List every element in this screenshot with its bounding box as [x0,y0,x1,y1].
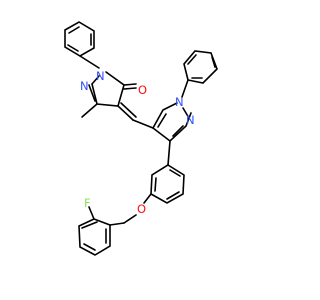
atom-n1-right: N [175,95,184,109]
bond-exocyclic-double [117,102,137,121]
bond-c-o-double [123,83,137,90]
atom-labels: O N N N N O F [80,69,195,216]
bond-ch-to-pyrazole [132,119,154,129]
atom-n2-right: N [186,113,195,127]
molecule-structure: O N N N N O F [64,21,218,256]
phenyl-ring-right [183,50,218,84]
phenyl-ring-top [64,21,95,57]
bond-methyl [81,103,98,118]
pyrazole-double [157,113,184,137]
atom-n2-top: N [80,79,89,93]
bond-pyrazole-phenyl-mid [167,140,171,166]
bonds [64,21,218,256]
bond-c-n-double [88,84,96,102]
bond-c-f [88,206,95,220]
atom-n1-top: N [96,69,105,83]
phenyl-ring-mid-double [154,169,181,200]
phenyl-ring-right-double [187,54,216,79]
phenyl-ring-top-double-bonds [67,26,92,52]
atom-f: F [84,196,91,210]
phenyl-ring-bottom-double [81,221,107,251]
bond-o-ch2 [123,214,137,224]
bond-ph-n1 [79,55,100,69]
bond-n-n-right [182,107,190,119]
atom-o-ketone: O [138,83,147,97]
bond-n-n-top [91,75,100,85]
bond-n-phenyl-right [181,79,189,98]
bond-ch2-ring [109,222,125,226]
atom-o-ether: O [137,202,146,216]
pyrazole-ring [152,102,192,143]
bond-phenyl-o [143,193,152,204]
phenyl-ring-mid [150,164,185,204]
